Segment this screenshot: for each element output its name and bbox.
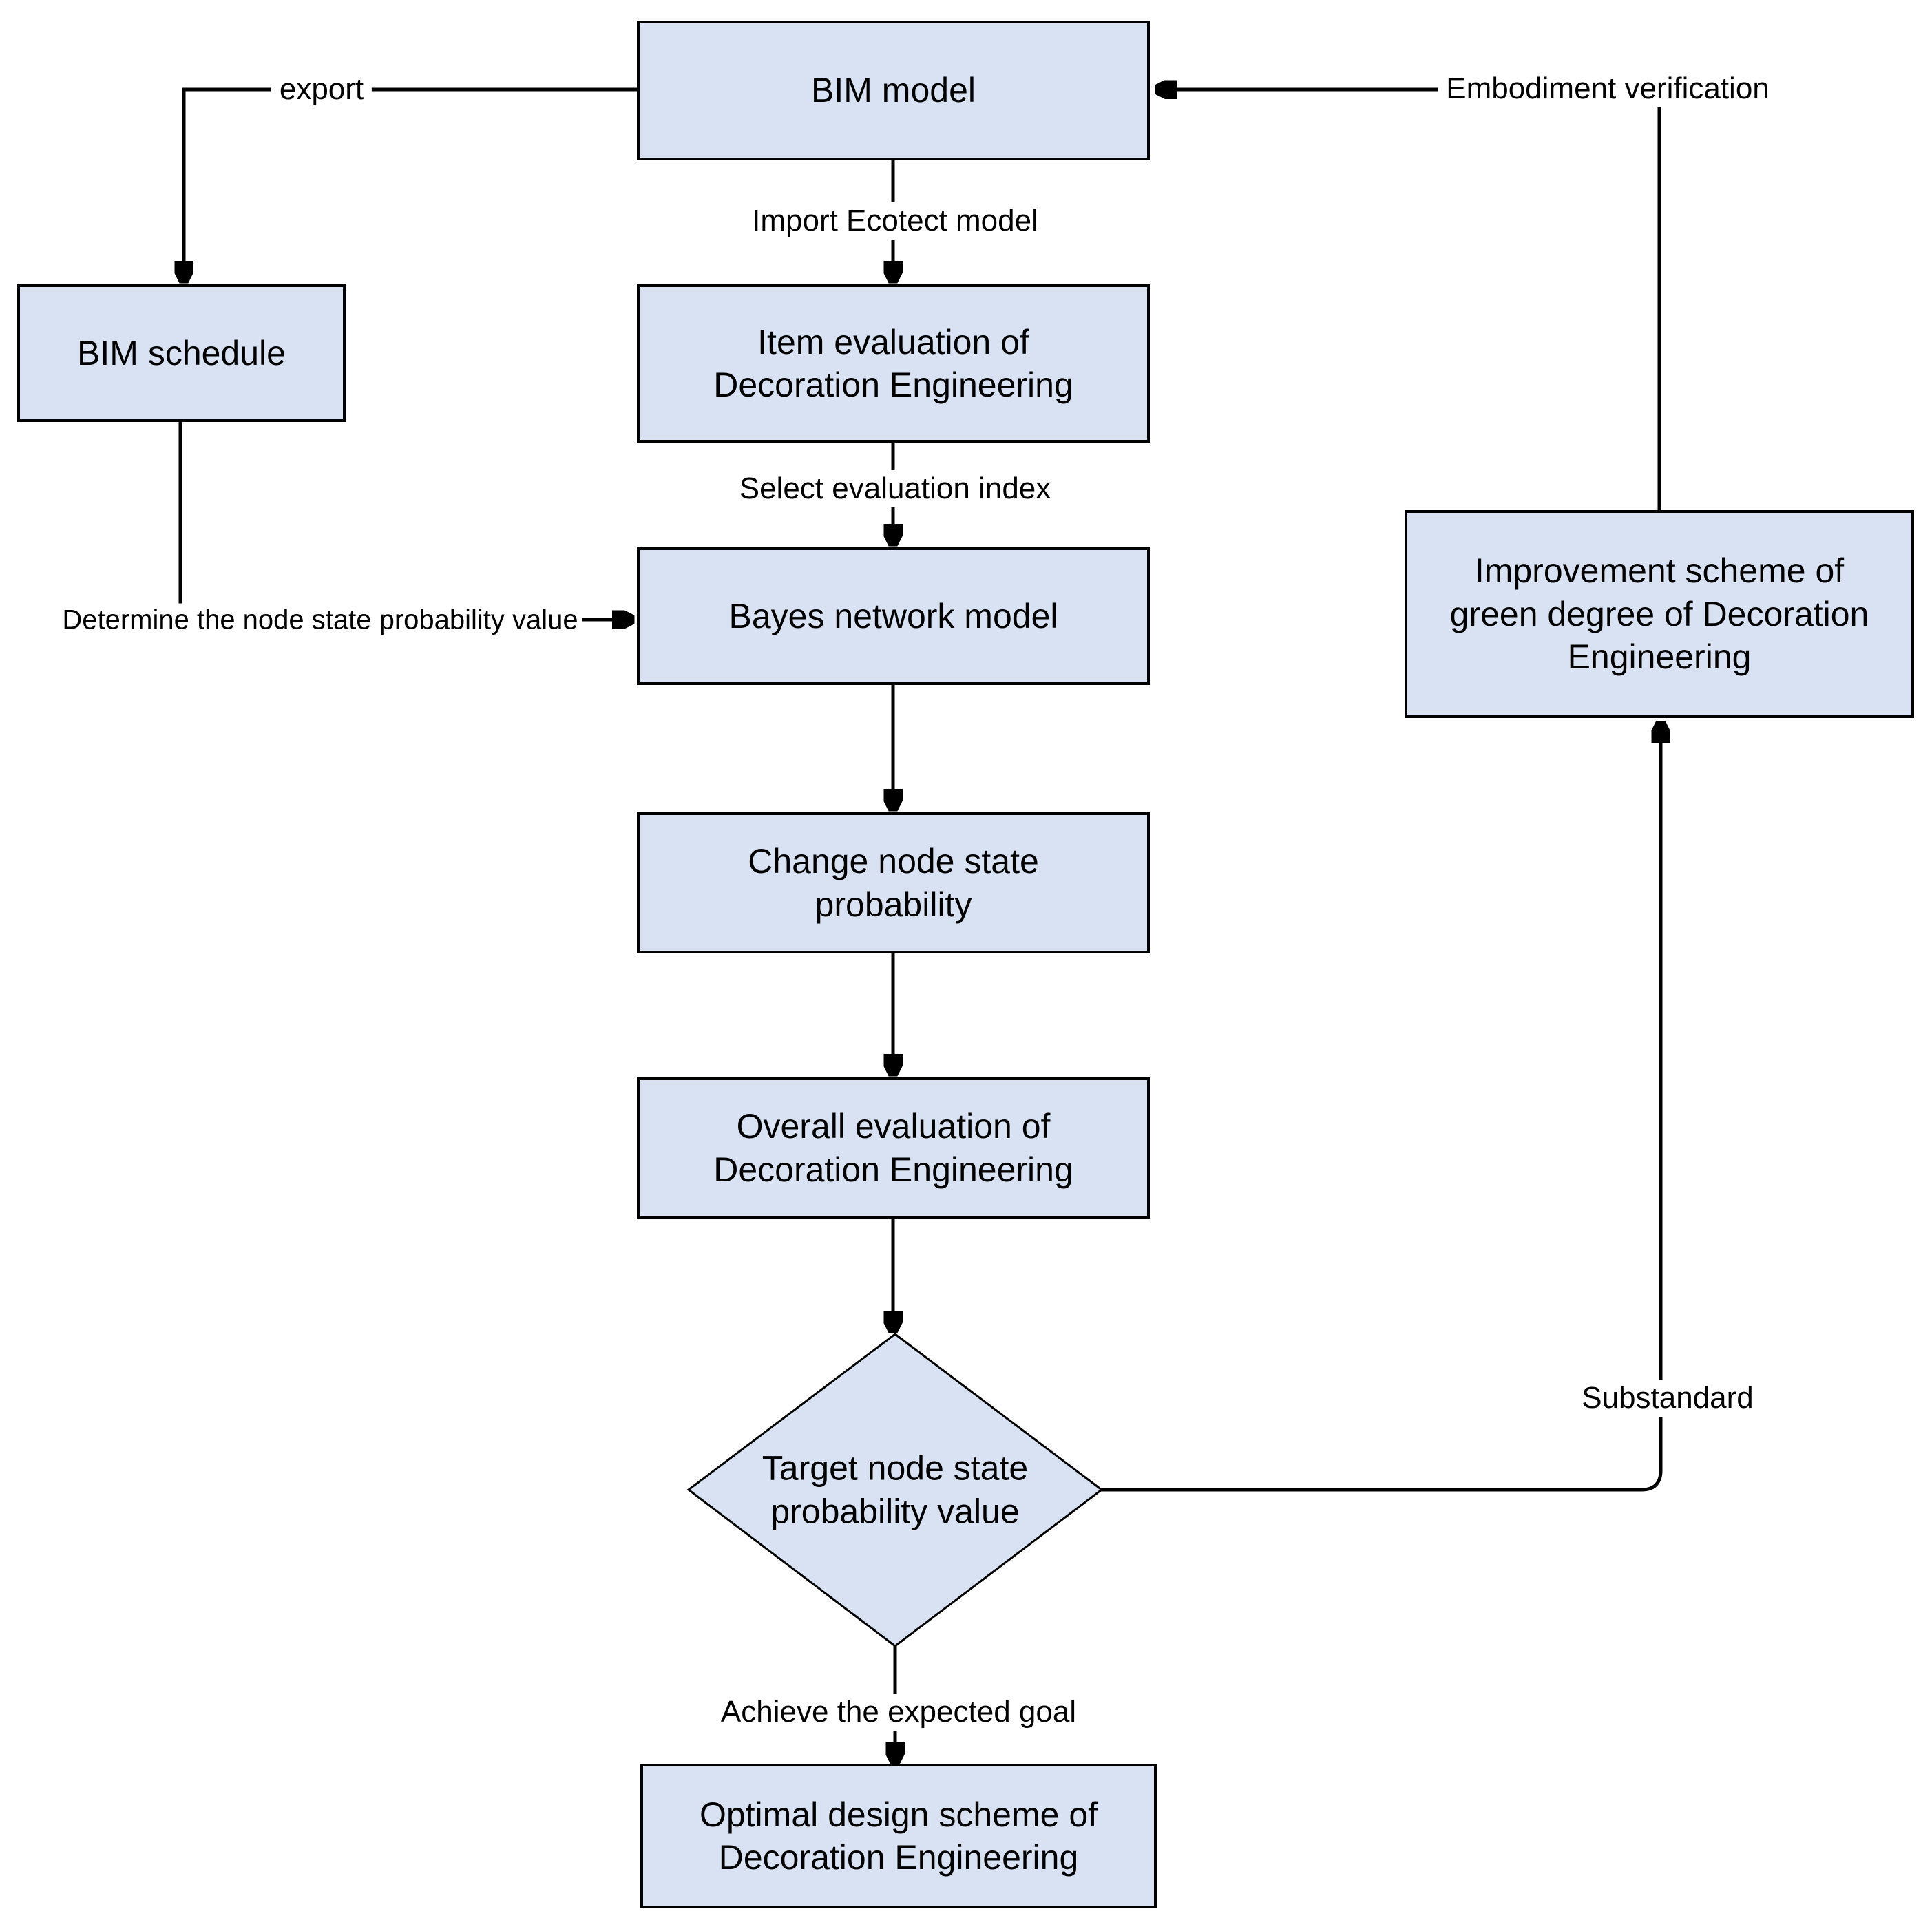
node-optimal-design-scheme: Optimal design scheme of Decoration Engi… [640, 1764, 1157, 1908]
node-item-evaluation: Item evaluation of Decoration Engineerin… [637, 284, 1150, 443]
node-optimal-design-scheme-label: Optimal design scheme of Decoration Engi… [699, 1795, 1098, 1877]
edge-label-import-ecotect: Import Ecotect model [744, 202, 1047, 240]
edge-label-achieve-goal: Achieve the expected goal [712, 1694, 1085, 1731]
node-change-node-state-label: Change node state probability [748, 842, 1039, 924]
connector-substandard [1100, 724, 1661, 1492]
connector-determine-node [178, 422, 631, 620]
node-improvement-scheme: Improvement scheme of green degree of De… [1405, 510, 1914, 718]
node-bayes-network-model: Bayes network model [637, 547, 1150, 685]
edge-label-select-index: Select evaluation index [731, 470, 1060, 507]
node-bayes-network-model-label: Bayes network model [728, 596, 1058, 635]
connector-embodiment [1158, 89, 1661, 510]
node-change-node-state: Change node state probability [637, 812, 1150, 953]
node-target-decision-label: Target node state probability value [762, 1448, 1029, 1531]
edge-label-export: export [271, 71, 372, 108]
node-improvement-scheme-label: Improvement scheme of green degree of De… [1449, 551, 1869, 677]
node-bim-schedule-label: BIM schedule [77, 333, 286, 372]
edge-label-substandard: Substandard [1573, 1380, 1762, 1417]
node-bim-schedule: BIM schedule [17, 284, 346, 422]
edge-label-embodiment: Embodiment verification [1438, 70, 1778, 107]
node-bim-model: BIM model [637, 21, 1150, 160]
node-item-evaluation-label: Item evaluation of Decoration Engineerin… [713, 322, 1073, 405]
node-overall-evaluation-label: Overall evaluation of Decoration Enginee… [713, 1107, 1073, 1189]
edge-label-determine-node: Determine the node state probability val… [58, 603, 582, 637]
decision-diamond-shape [686, 1333, 1104, 1647]
connector-export [184, 87, 637, 279]
node-overall-evaluation: Overall evaluation of Decoration Enginee… [637, 1077, 1150, 1219]
node-bim-model-label: BIM model [811, 71, 976, 110]
